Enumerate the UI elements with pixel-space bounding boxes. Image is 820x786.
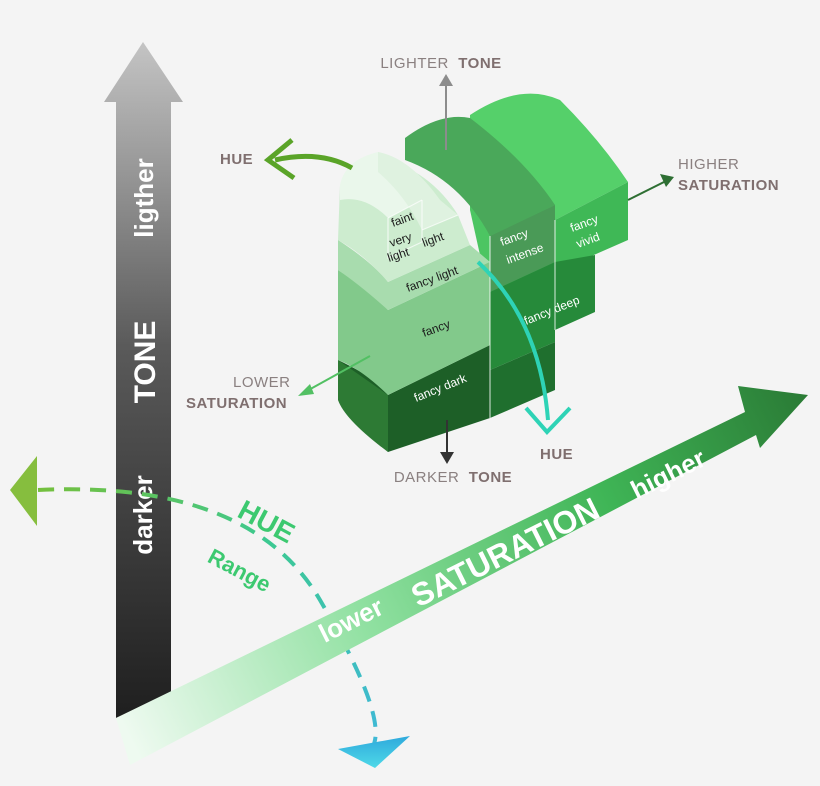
- tone-arrow: [104, 42, 183, 718]
- fancy-light-block: [338, 240, 490, 310]
- lower-saturation-arrow: [298, 355, 371, 396]
- tone-title: TONE: [129, 321, 162, 404]
- hue-range-left-arrowhead: [10, 456, 37, 526]
- fancy-dark-block: [338, 345, 490, 452]
- darker-tone-arrow: [440, 420, 454, 464]
- hue-range-bottom-arrowhead: [338, 736, 410, 768]
- darker-tone-prefix: DARKER: [394, 469, 460, 486]
- darker-tone-word: TONE: [469, 469, 512, 486]
- tone-axis: ligther TONE darker: [104, 42, 183, 718]
- saturation-title: SATURATION: [405, 490, 605, 614]
- hue-left-label: HUE: [220, 151, 253, 168]
- cell-very: very: [388, 230, 414, 250]
- higher-saturation-prefix: HIGHER: [678, 156, 739, 173]
- color-block-3d: [338, 93, 628, 452]
- hue-range-subtitle: Range: [204, 544, 275, 598]
- lighter-tone-prefix: LIGHTER: [380, 55, 449, 72]
- lighter-tone-label: LIGHTER TONE: [380, 55, 501, 72]
- lower-saturation-prefix: LOWER: [233, 374, 291, 391]
- hue-range-arc: [10, 456, 410, 768]
- hue-left-arrow: [263, 138, 354, 181]
- saturation-arrow: [116, 386, 808, 765]
- fancy-block: [338, 262, 490, 395]
- faint-block: [340, 152, 458, 230]
- lower-saturation-word: SATURATION: [186, 395, 287, 412]
- lighter-tone-arrow: [439, 74, 453, 150]
- saturation-axis: lower SATURATION higher: [116, 386, 808, 765]
- hue-bottom-label: HUE: [540, 446, 573, 463]
- higher-saturation-word: SATURATION: [678, 177, 779, 194]
- higher-saturation-arrow: [627, 174, 674, 201]
- lighter-tone-word: TONE: [458, 55, 501, 72]
- tone-lighter-label: ligther: [129, 158, 159, 237]
- darker-tone-label: DARKER TONE: [394, 469, 512, 486]
- tone-darker-label: darker: [128, 475, 158, 555]
- cell-light-small: light: [386, 245, 412, 265]
- hue-range-range: Range: [204, 544, 275, 598]
- hue-bottom-arrow: [476, 260, 572, 435]
- fancy-intense-block: [405, 116, 555, 292]
